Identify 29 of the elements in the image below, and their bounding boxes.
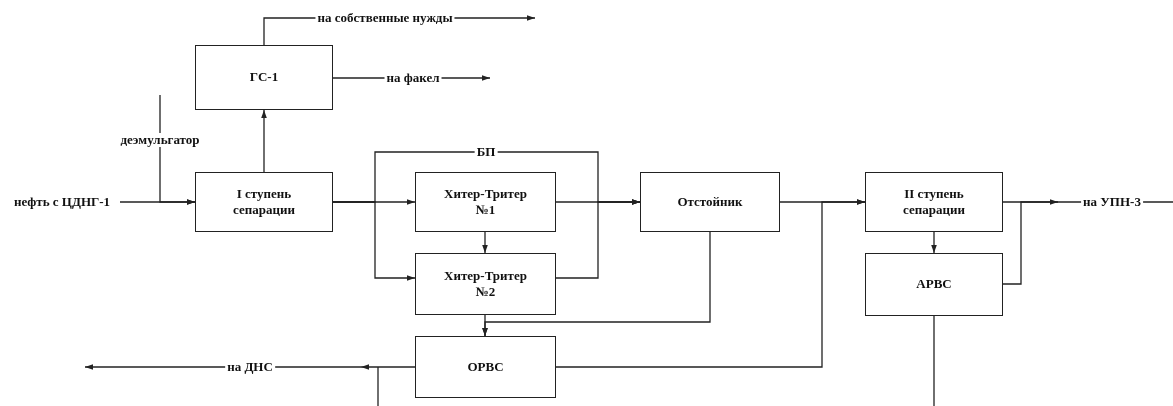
edge-label: на собственные нужды — [315, 11, 455, 25]
arrow — [931, 231, 937, 254]
arrow — [261, 109, 267, 173]
box-label: АРВС — [916, 276, 952, 293]
process-box — [195, 45, 333, 110]
box-label: I ступень сепарации — [232, 185, 296, 219]
process-box — [865, 172, 1003, 232]
process-box — [415, 172, 556, 232]
edge-label: на УПН-3 — [1081, 195, 1143, 209]
box-label: II ступень сепарации — [902, 185, 966, 219]
edge-label: нефть с ЦДНГ-1 — [11, 195, 113, 209]
arrow — [159, 94, 196, 205]
process-box — [415, 336, 556, 398]
process-box — [640, 172, 780, 232]
edge-label: деэмульгатор — [118, 133, 202, 147]
box-label: Отстойник — [677, 193, 743, 211]
edge-label: БП — [474, 145, 498, 159]
arrow — [482, 231, 488, 254]
process-box — [865, 253, 1003, 316]
box-label: Хитер-Тритер №1 — [443, 185, 528, 219]
box-label: ГС-1 — [249, 69, 279, 86]
box-label: Хитер-Тритер №2 — [443, 267, 528, 301]
edge-label: на ДНС — [225, 360, 275, 374]
process-box — [415, 253, 556, 315]
box-label: ОРВС — [467, 358, 504, 376]
edge-label: на факел — [384, 71, 442, 85]
process-box — [195, 172, 333, 232]
arrow — [555, 199, 866, 368]
arrow — [482, 231, 711, 337]
